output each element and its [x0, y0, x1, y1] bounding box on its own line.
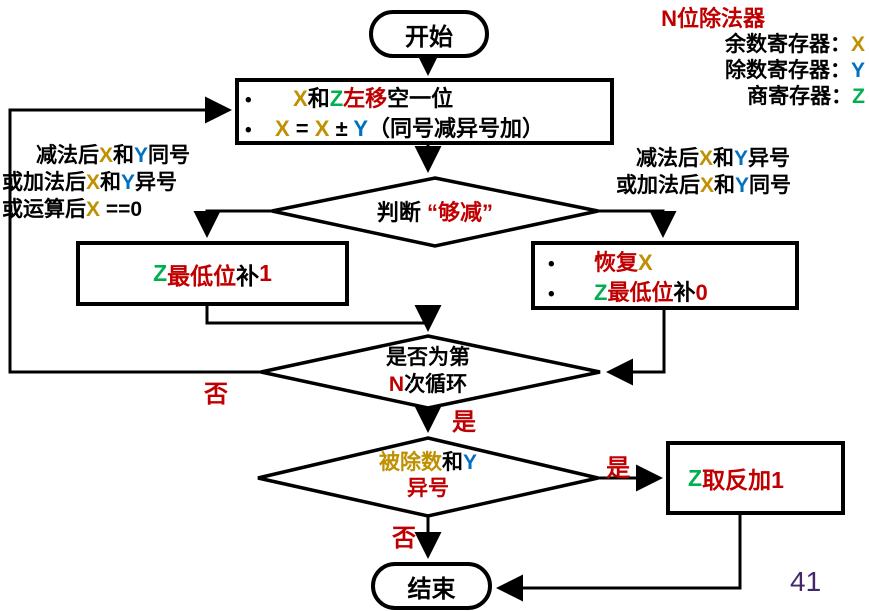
addsub-line: • X = X ± Y（同号减异号加）	[245, 115, 607, 145]
yes-branch-label-loop: 是	[452, 409, 476, 436]
connector-arrows	[8, 49, 742, 602]
setzero-line-text: Z最低位补0	[594, 280, 708, 305]
sign-decision-line1: 被除数和Y	[378, 451, 477, 474]
restore-box: • 恢复X • Z最低位补0	[548, 249, 793, 309]
node-shapes	[76, 10, 845, 610]
sign-decision-line2: 异号	[407, 477, 449, 500]
left-note-line1: 减法后X和Y同号	[36, 144, 191, 167]
start-terminator-shape	[369, 10, 489, 58]
remainder-register-label: 余数寄存器：X	[724, 33, 865, 56]
arrow-enough-to-setone	[193, 209, 272, 238]
left-note-line2: 或加法后X和Y异号	[2, 171, 178, 194]
register-legend: N位除法器 余数寄存器：X 除数寄存器：Y 商寄存器：Z	[600, 6, 865, 110]
right-note-line2: 或加法后X和Y同号	[616, 174, 792, 197]
loop-diamond-shape	[260, 334, 601, 410]
negate-box-shape	[666, 441, 845, 515]
no-branch-label-loop: 否	[204, 381, 228, 408]
divider-title: N位除法器	[661, 6, 765, 31]
sign-diamond-shape	[257, 436, 599, 518]
start-node: 开始	[405, 23, 453, 51]
arrow-enough-to-restore	[598, 209, 677, 238]
shift-line: • X和Z左移空一位	[245, 85, 607, 115]
bullet-icon: •	[245, 90, 252, 111]
loop-decision-line1: 是否为第	[386, 346, 470, 369]
restore-box-shape	[531, 241, 799, 310]
left-note-line3: 或运算后X ==0	[2, 198, 143, 221]
arrow-restore-to-loop	[606, 308, 666, 386]
sign-decision: 被除数和Y 异号	[338, 450, 518, 502]
enough-diamond-shape	[271, 176, 599, 248]
bullet-icon: •	[548, 254, 555, 275]
left-condition-note: 减法后X和Y同号 或加法后X和Y异号 或运算后X ==0	[2, 142, 237, 223]
bullet-icon: •	[245, 120, 252, 141]
loop-decision-line2: N次循环	[388, 373, 468, 396]
arrow-negate-to-end	[496, 513, 742, 602]
right-condition-note: 减法后X和Y异号 或加法后X和Y同号	[616, 145, 858, 199]
divisor-register-label: 除数寄存器：Y	[724, 59, 865, 82]
page-number: 41	[790, 566, 822, 597]
arrow-loopback	[8, 96, 261, 374]
loop-decision: 是否为第 N次循环	[338, 344, 518, 398]
shift-process-box: • X和Z左移空一位 • X = X ± Y（同号减异号加）	[245, 85, 607, 145]
no-branch-label-sign: 否	[392, 525, 416, 552]
restore-line: • 恢复X	[548, 249, 793, 279]
restore-line-text: 恢复X	[594, 250, 653, 275]
end-node: 结束	[407, 575, 456, 603]
quotient-register-label: 商寄存器：Z	[747, 85, 865, 108]
enough-decision: 判断 “够减”	[376, 200, 494, 225]
arrow-setone-to-loop	[205, 304, 442, 332]
right-note-line1: 减法后X和Y异号	[636, 147, 791, 170]
bullet-icon: •	[548, 284, 555, 305]
end-terminator-shape	[371, 562, 492, 610]
yes-branch-label-sign: 是	[606, 455, 630, 482]
setzero-line: • Z最低位补0	[548, 279, 793, 309]
addsub-line-text: X = X ± Y（同号减异号加）	[275, 116, 545, 141]
setone-box-shape	[76, 241, 349, 306]
shift-line-text: X和Z左移空一位	[293, 86, 454, 111]
shift-box-shape	[235, 78, 614, 145]
